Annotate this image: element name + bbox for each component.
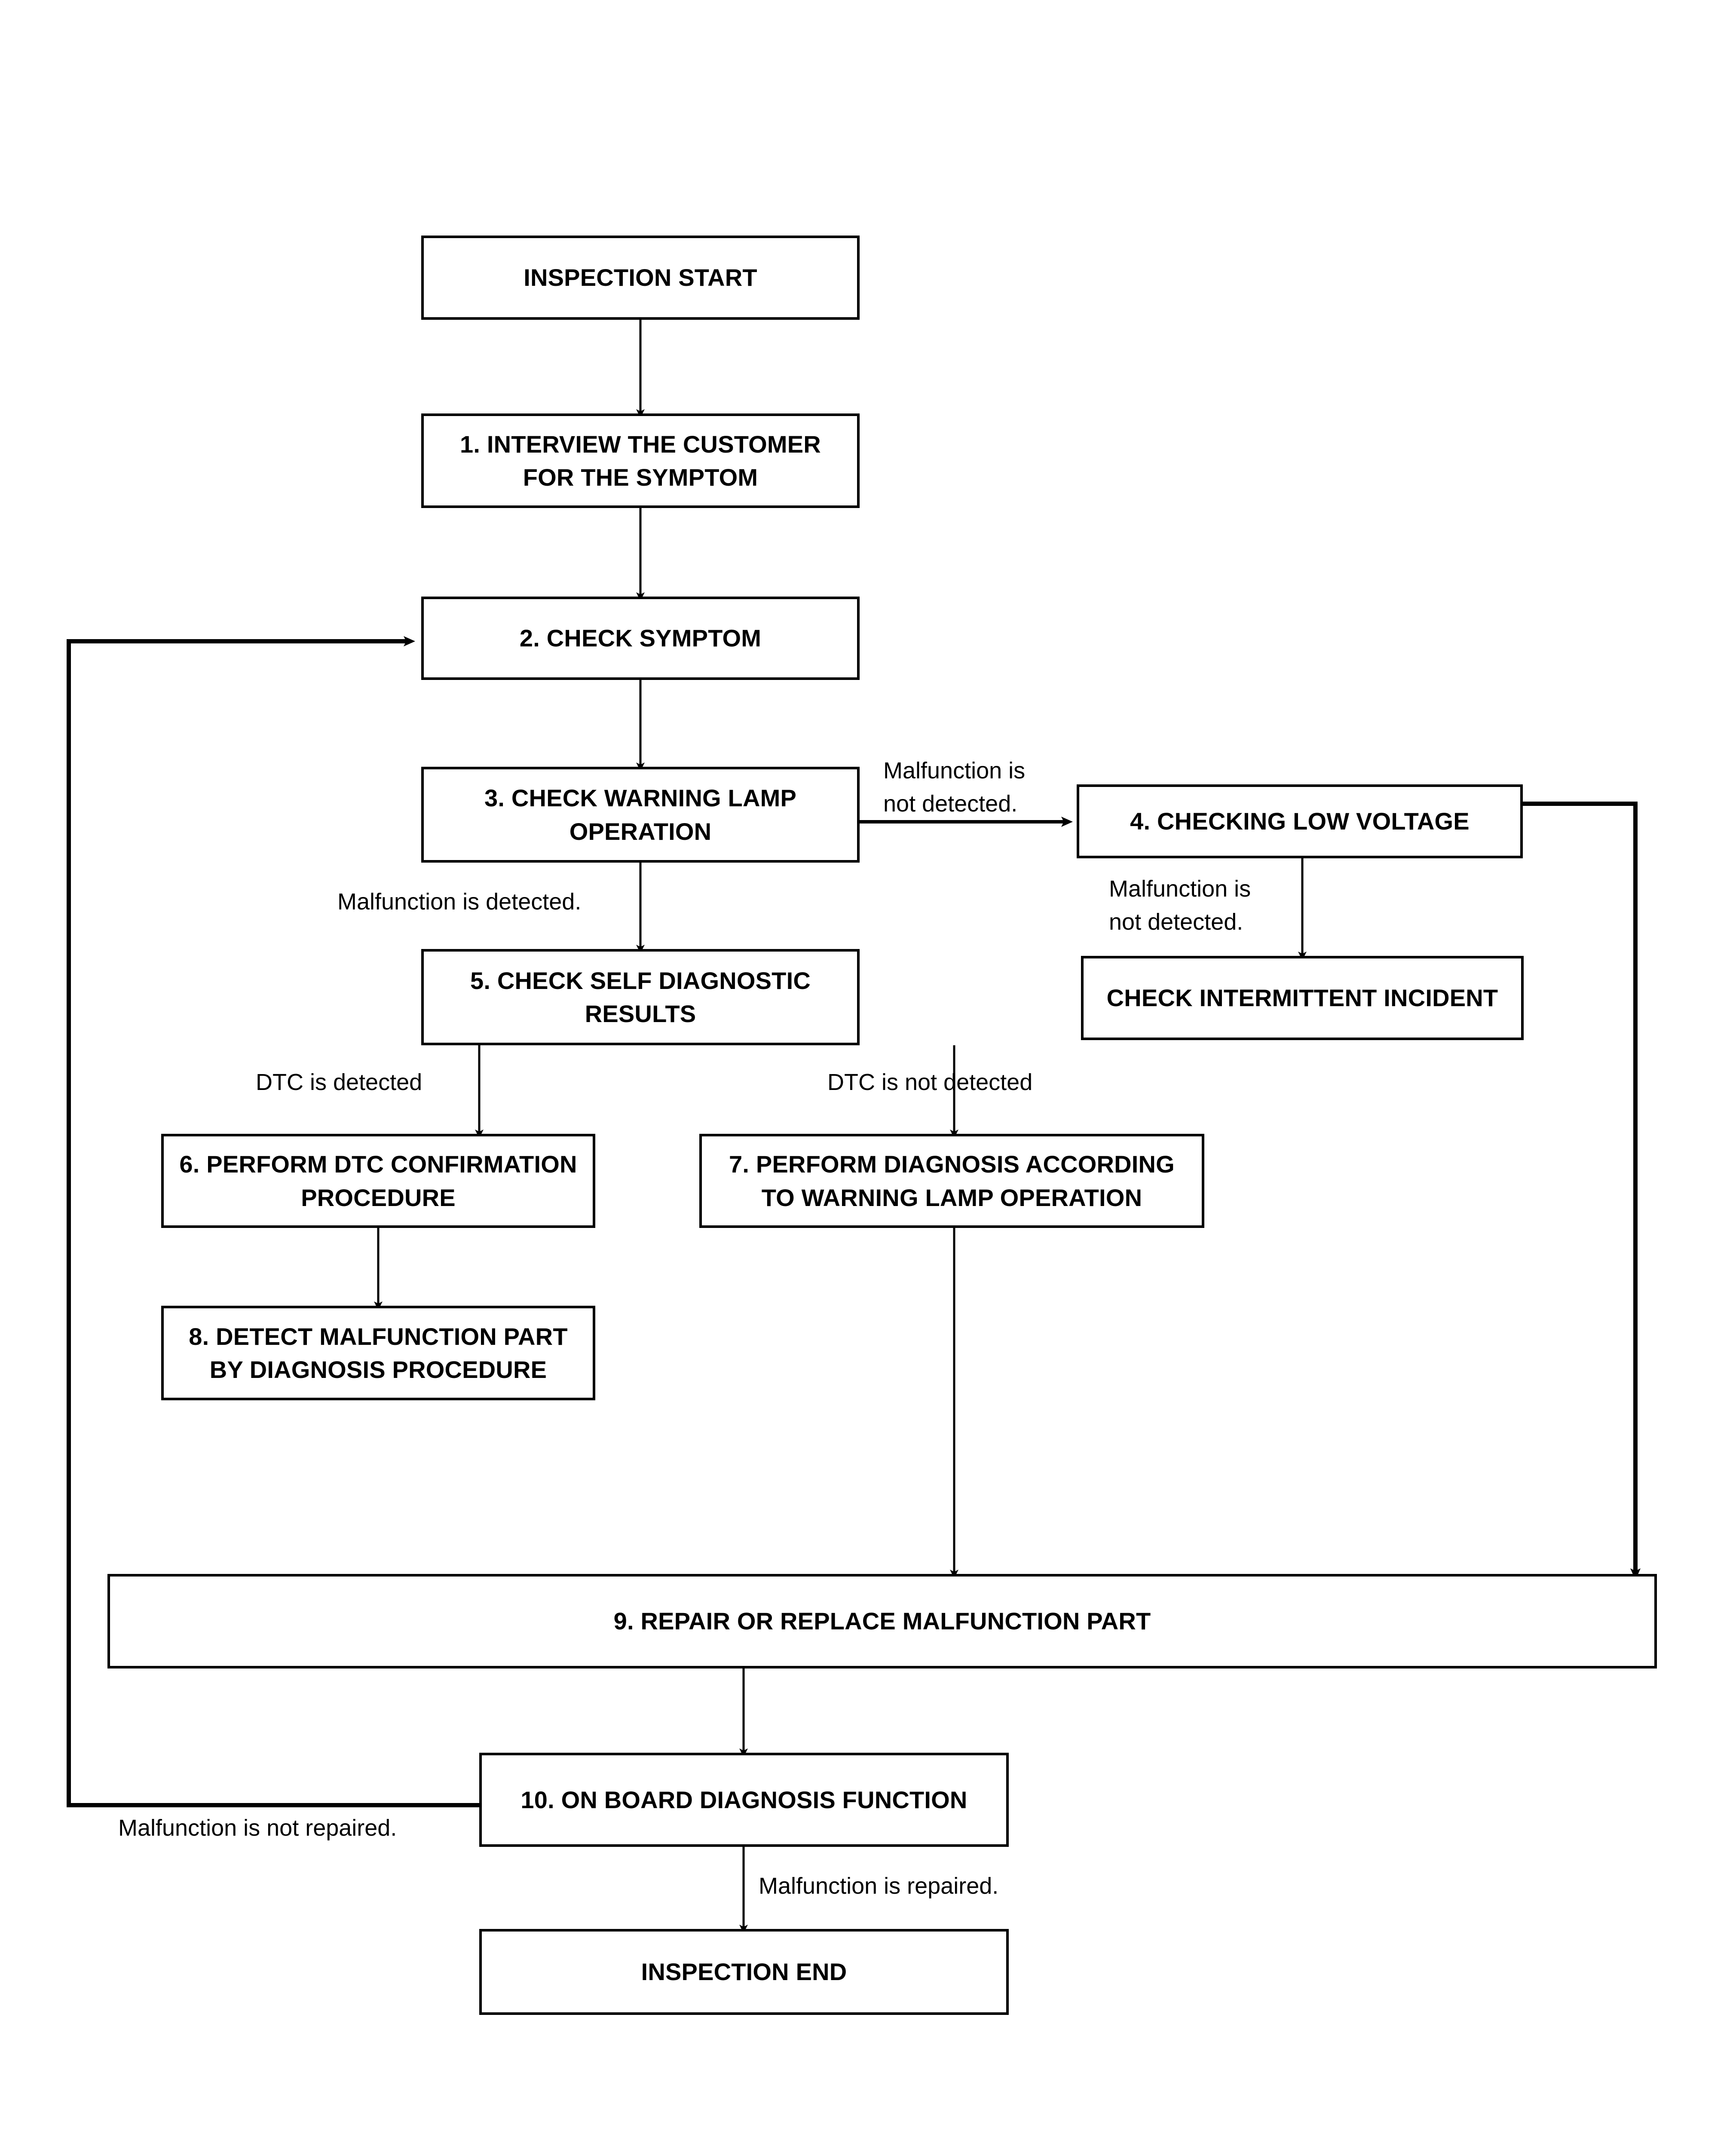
node-label: INSPECTION START [524, 264, 757, 291]
node-label: 2. CHECK SYMPTOM [519, 624, 762, 652]
node-step7-perform-diagnosis[interactable]: 7. PERFORM DIAGNOSIS ACCORDING TO WARNIN… [699, 1134, 1204, 1228]
node-label: 1. INTERVIEW THE CUSTOMER FOR THE SYMPTO… [460, 430, 821, 491]
node-step3-check-warning-lamp[interactable]: 3. CHECK WARNING LAMP OPERATION [421, 767, 860, 863]
node-label: 6. PERFORM DTC CONFIRMATION PROCEDURE [179, 1151, 577, 1211]
node-label: 4. CHECKING LOW VOLTAGE [1130, 808, 1470, 835]
node-step1-interview-customer[interactable]: 1. INTERVIEW THE CUSTOMER FOR THE SYMPTO… [421, 413, 860, 508]
node-label: 10. ON BOARD DIAGNOSIS FUNCTION [520, 1786, 968, 1813]
edge-label-malfunction-not-repaired: Malfunction is not repaired. [118, 1815, 397, 1841]
node-step2-check-symptom[interactable]: 2. CHECK SYMPTOM [421, 597, 860, 680]
edge-step4-to-step9 [1523, 802, 1641, 1580]
node-step9-repair-or-replace[interactable]: 9. REPAIR OR REPLACE MALFUNCTION PART [107, 1574, 1657, 1668]
edge-label-malfunction-not-detected-step3: Malfunction is not detected. [883, 758, 1026, 817]
node-step10-on-board-diagnosis[interactable]: 10. ON BOARD DIAGNOSIS FUNCTION [479, 1753, 1009, 1847]
node-label: 9. REPAIR OR REPLACE MALFUNCTION PART [613, 1607, 1151, 1635]
edge-label-malfunction-repaired: Malfunction is repaired. [759, 1873, 999, 1899]
edge-label-dtc-is-detected: DTC is detected [256, 1069, 423, 1095]
node-step5-check-self-diagnostic-results[interactable]: 5. CHECK SELF DIAGNOSTIC RESULTS [421, 949, 860, 1045]
edge-label-malfunction-not-detected-step4: Malfunction is not detected. [1109, 876, 1251, 935]
node-step6-perform-dtc-confirmation[interactable]: 6. PERFORM DTC CONFIRMATION PROCEDURE [161, 1134, 595, 1228]
edge-label-malfunction-detected-step3: Malfunction is detected. [337, 889, 582, 915]
node-check-intermittent-incident[interactable]: CHECK INTERMITTENT INCIDENT [1081, 956, 1524, 1040]
node-inspection-end[interactable]: INSPECTION END [479, 1929, 1009, 2015]
node-step4-checking-low-voltage[interactable]: 4. CHECKING LOW VOLTAGE [1077, 784, 1523, 858]
edge-label-dtc-is-not-detected: DTC is not detected [827, 1069, 1033, 1095]
node-label: 5. CHECK SELF DIAGNOSTIC RESULTS [470, 967, 811, 1027]
node-label: 7. PERFORM DIAGNOSIS ACCORDING TO WARNIN… [729, 1151, 1175, 1211]
node-label: 8. DETECT MALFUNCTION PART BY DIAGNOSIS … [189, 1322, 568, 1383]
node-label: 3. CHECK WARNING LAMP OPERATION [484, 784, 796, 845]
node-label: CHECK INTERMITTENT INCIDENT [1106, 984, 1498, 1012]
node-inspection-start[interactable]: INSPECTION START [421, 236, 860, 320]
edge-step10-to-step2-loop [67, 636, 479, 1807]
node-step8-detect-malfunction-part[interactable]: 8. DETECT MALFUNCTION PART BY DIAGNOSIS … [161, 1306, 595, 1400]
node-label: INSPECTION END [641, 1958, 847, 1986]
